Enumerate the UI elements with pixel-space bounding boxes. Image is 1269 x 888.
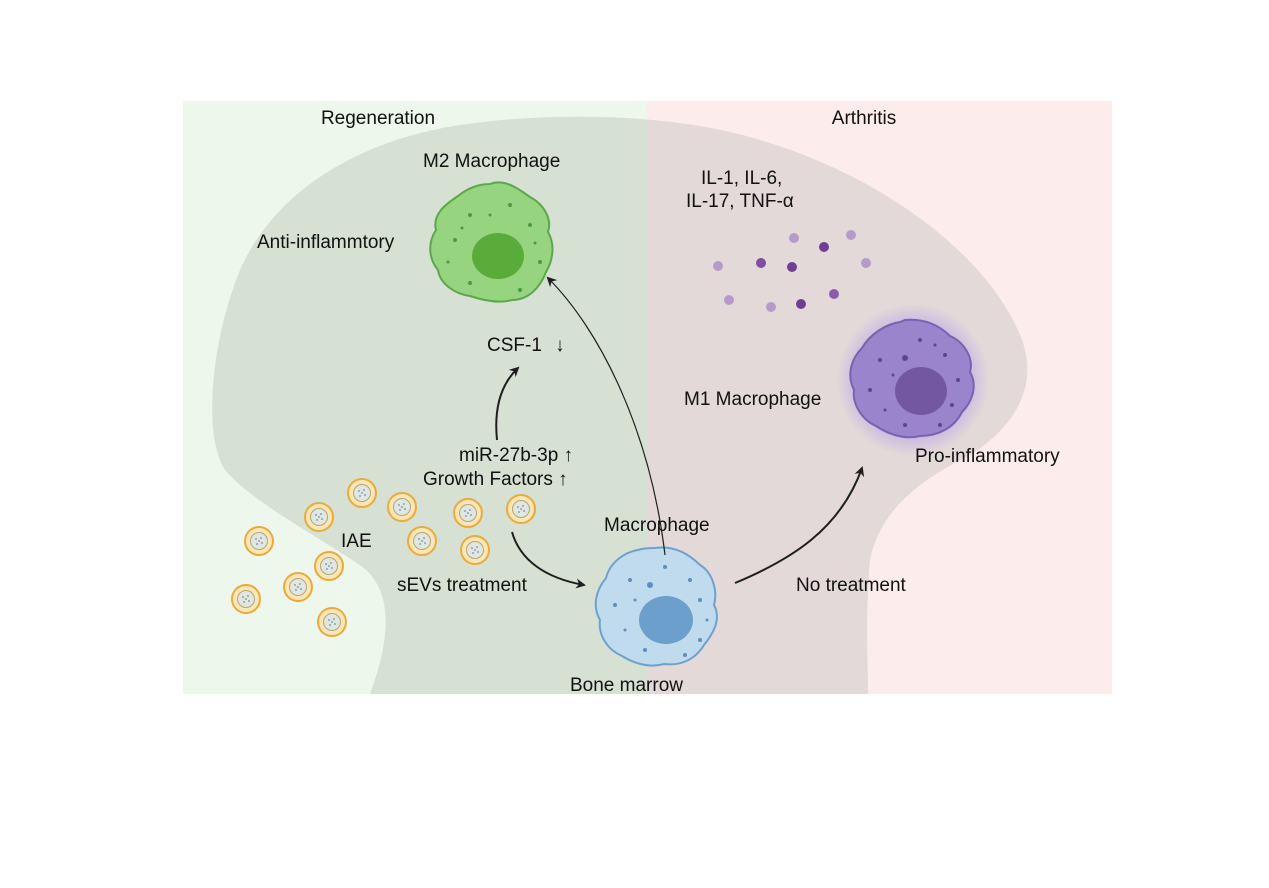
bone-marrow-right [647, 119, 1028, 694]
arrow-to-m2 [546, 276, 666, 556]
sevs-treatment-label: sEVs treatment [397, 575, 527, 596]
arrow-sevs-to-macrophage [511, 531, 586, 589]
cytokines-label-line2: IL-17, TNF-α [686, 191, 794, 212]
anti-inflammatory-label: Anti-inflammtory [257, 232, 395, 253]
arrow-to-m1 [734, 466, 865, 584]
m2-macrophage-label: M2 Macrophage [423, 151, 561, 172]
macrophage-cell [594, 546, 718, 667]
vesicles-cluster [231, 478, 536, 637]
m1-macrophage-label: M1 Macrophage [684, 389, 822, 410]
no-treatment-label: No treatment [796, 575, 906, 596]
csf1-label: CSF-1 ↓ [487, 335, 565, 356]
vesicle [506, 494, 536, 524]
pro-inflammatory-label: Pro-inflammatory [915, 446, 1060, 467]
bone-marrow-label: Bone marrow [570, 675, 683, 696]
vesicle [231, 584, 261, 614]
iae-label: IAE [341, 531, 372, 552]
growth-factors-label: Growth Factors ↑ [423, 469, 568, 490]
vesicle [453, 498, 483, 528]
macrophage-label: Macrophage [604, 515, 710, 536]
mir-label: miR-27b-3p ↑ [459, 445, 574, 466]
m2-macrophage-cell [429, 181, 554, 303]
arrow-to-csf1 [495, 366, 520, 441]
cytokines-label-line1: IL-1, IL-6, [701, 168, 783, 189]
vesicle [407, 526, 437, 556]
vesicle [283, 572, 313, 602]
vesicle [347, 478, 377, 508]
vesicle [317, 607, 347, 637]
m1-macrophage-cell [837, 304, 989, 456]
cytokines-cluster [713, 230, 871, 312]
vesicle [314, 551, 344, 581]
vesicle [304, 502, 334, 532]
vesicle [460, 535, 490, 565]
arthritis-title: Arthritis [831, 108, 897, 129]
regeneration-title: Regeneration [320, 108, 436, 129]
vesicle [244, 526, 274, 556]
vesicle [387, 492, 417, 522]
